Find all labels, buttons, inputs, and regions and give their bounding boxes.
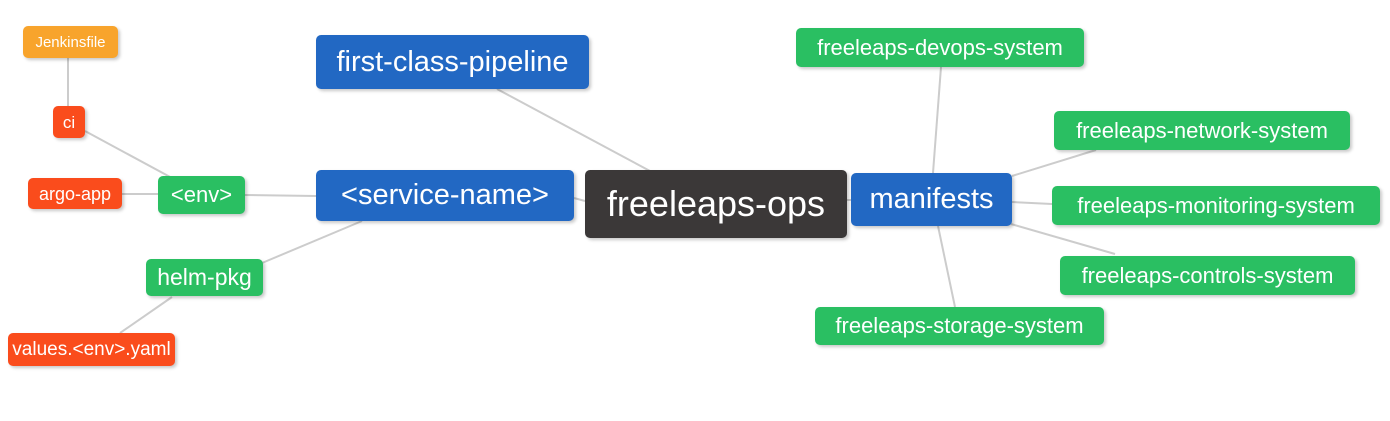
node-jenkinsfile[interactable]: Jenkinsfile: [23, 26, 118, 58]
node-freeleaps-controls-system[interactable]: freeleaps-controls-system: [1060, 256, 1355, 295]
node-freeleaps-network-system[interactable]: freeleaps-network-system: [1054, 111, 1350, 150]
edge-manifests-to-freeleaps-network-system: [1011, 149, 1097, 177]
node-freeleaps-devops-system[interactable]: freeleaps-devops-system: [796, 28, 1084, 67]
node-freeleaps-ops[interactable]: freeleaps-ops: [585, 170, 847, 238]
edge-env-to-service-name: [244, 194, 317, 197]
node-freeleaps-monitoring-system[interactable]: freeleaps-monitoring-system: [1052, 186, 1380, 225]
edge-service-name-to-freeleaps-ops: [573, 197, 586, 202]
edge-values-env-yaml-to-helm-pkg: [119, 296, 173, 334]
edge-ci-to-env: [84, 130, 173, 179]
node-values-env-yaml[interactable]: values.<env>.yaml: [8, 333, 175, 366]
edge-manifests-to-freeleaps-monitoring-system: [1011, 201, 1053, 205]
node-helm-pkg[interactable]: helm-pkg: [146, 259, 263, 296]
edge-manifests-to-freeleaps-storage-system: [937, 225, 956, 308]
edge-manifests-to-freeleaps-controls-system: [1010, 223, 1116, 255]
node-freeleaps-storage-system[interactable]: freeleaps-storage-system: [815, 307, 1104, 345]
node-argo-app[interactable]: argo-app: [28, 178, 122, 209]
node-service-name[interactable]: <service-name>: [316, 170, 574, 221]
edge-manifests-to-freeleaps-devops-system: [932, 66, 942, 174]
node-env[interactable]: <env>: [158, 176, 245, 214]
edge-helm-pkg-to-service-name: [261, 220, 363, 264]
edge-first-class-pipeline-to-freeleaps-ops: [496, 88, 651, 172]
node-ci[interactable]: ci: [53, 106, 85, 138]
node-manifests[interactable]: manifests: [851, 173, 1012, 226]
node-first-class-pipeline[interactable]: first-class-pipeline: [316, 35, 589, 89]
